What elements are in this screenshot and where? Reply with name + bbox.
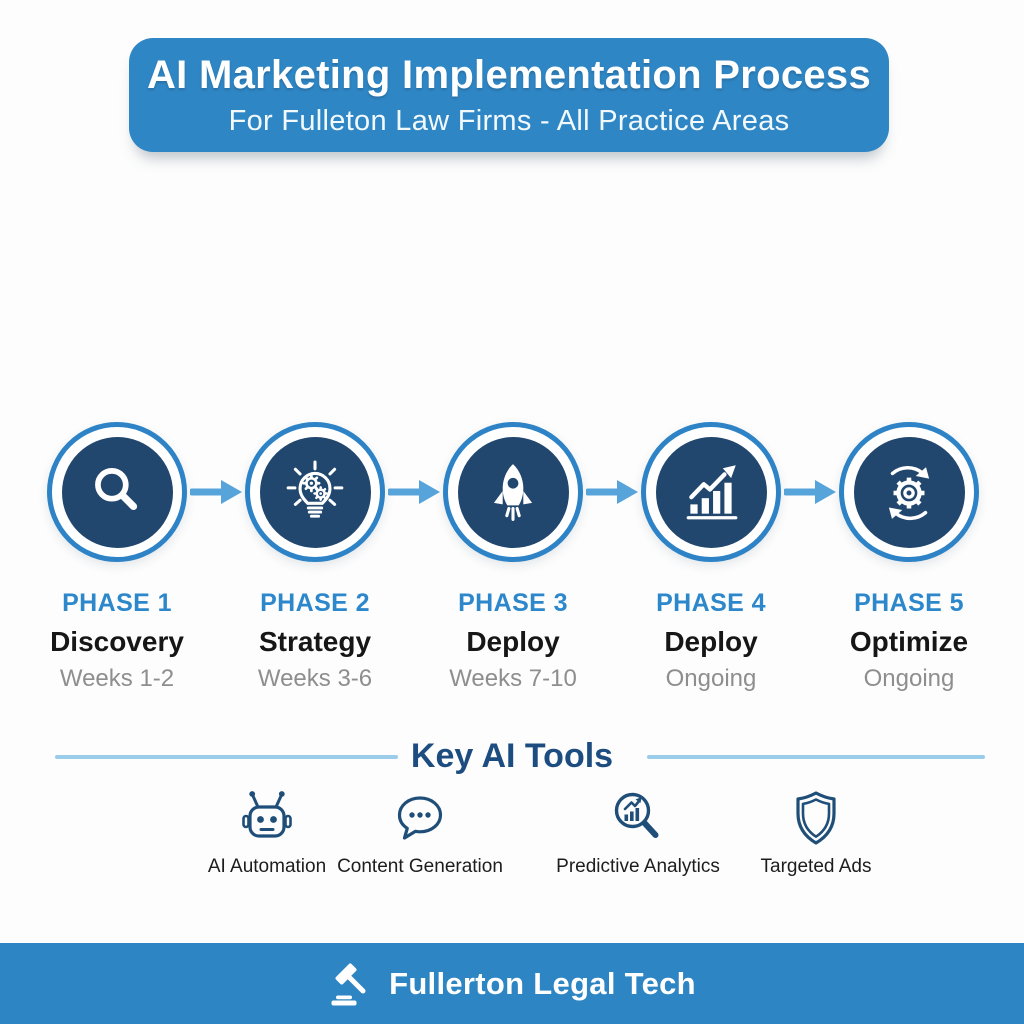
tool-label: Targeted Ads bbox=[760, 856, 872, 877]
flow-arrow-icon bbox=[388, 480, 440, 504]
tool-item-targeted-ads: Targeted Ads bbox=[711, 786, 921, 878]
header-banner: AI Marketing Implementation Process For … bbox=[129, 38, 889, 152]
tool-label: AI Automation bbox=[207, 856, 327, 877]
page-subtitle: For Fulleton Law Firms - All Practice Ar… bbox=[228, 104, 790, 137]
footer-bar: Fullerton Legal Tech bbox=[0, 943, 1024, 1024]
gavel-icon bbox=[331, 963, 366, 1005]
phase-name: Discovery bbox=[50, 626, 184, 657]
phase-kicker: PHASE 1 bbox=[62, 589, 172, 617]
gear-sync-icon bbox=[853, 436, 965, 548]
flow-arrow-icon bbox=[586, 480, 638, 504]
tool-item-content-generation: Content Generation bbox=[315, 786, 525, 878]
phase-item-1: PHASE 1 Discovery Weeks 1-2 bbox=[18, 422, 216, 693]
phase-item-4: PHASE 4 Deploy Ongoing bbox=[612, 422, 810, 693]
phase-timeline: PHASE 1 Discovery Weeks 1-2 bbox=[18, 422, 1008, 693]
phase-duration: Ongoing bbox=[665, 665, 757, 692]
phase-kicker: PHASE 3 bbox=[458, 589, 568, 617]
phase-name: Strategy bbox=[258, 626, 372, 657]
phase-name: Deploy bbox=[466, 626, 560, 657]
phase-duration: Weeks 1-2 bbox=[59, 665, 175, 692]
phase-name: Optimize bbox=[849, 626, 969, 657]
rocket-icon bbox=[457, 436, 569, 548]
phase-duration: Weeks 7-10 bbox=[449, 665, 577, 692]
shield-icon bbox=[796, 791, 836, 845]
lightbulb-gears-icon bbox=[259, 436, 371, 548]
phase-duration: Weeks 3-6 bbox=[257, 665, 373, 692]
phase-4-circle bbox=[641, 422, 781, 562]
phase-5-circle bbox=[839, 422, 979, 562]
footer-brand: Fullerton Legal Tech bbox=[389, 965, 696, 1001]
phase-duration: Ongoing bbox=[863, 665, 955, 692]
tool-label: Predictive Analytics bbox=[556, 856, 720, 877]
phase-item-2: PHASE 2 Strategy Weeks 3-6 bbox=[216, 422, 414, 693]
flow-arrow-icon bbox=[784, 480, 836, 504]
tool-item-ai-automation: AI Automation bbox=[162, 786, 372, 878]
divider-line bbox=[55, 755, 398, 759]
page-title: AI Marketing Implementation Process bbox=[146, 52, 871, 97]
divider-line bbox=[647, 755, 985, 759]
phase-2-circle bbox=[245, 422, 385, 562]
growth-chart-icon bbox=[655, 436, 767, 548]
phase-kicker: PHASE 2 bbox=[260, 589, 370, 617]
magnifier-chart-icon bbox=[614, 792, 659, 838]
phase-item-3: PHASE 3 Deploy Weeks 7-10 bbox=[414, 422, 612, 693]
phase-item-5: PHASE 5 Optimize Ongoing bbox=[810, 422, 1008, 693]
magnifier-icon bbox=[61, 436, 173, 548]
robot-icon bbox=[242, 791, 292, 838]
tool-label: Content Generation bbox=[337, 856, 503, 877]
phase-name: Deploy bbox=[664, 626, 758, 657]
tool-item-predictive-analytics: Predictive Analytics bbox=[533, 786, 743, 878]
flow-arrow-icon bbox=[190, 480, 242, 504]
phase-1-circle bbox=[47, 422, 187, 562]
tools-section-title: Key AI Tools bbox=[410, 737, 614, 775]
speech-bubble-icon bbox=[397, 796, 443, 840]
phase-kicker: PHASE 4 bbox=[656, 589, 766, 617]
phase-3-circle bbox=[443, 422, 583, 562]
phase-kicker: PHASE 5 bbox=[854, 589, 964, 617]
